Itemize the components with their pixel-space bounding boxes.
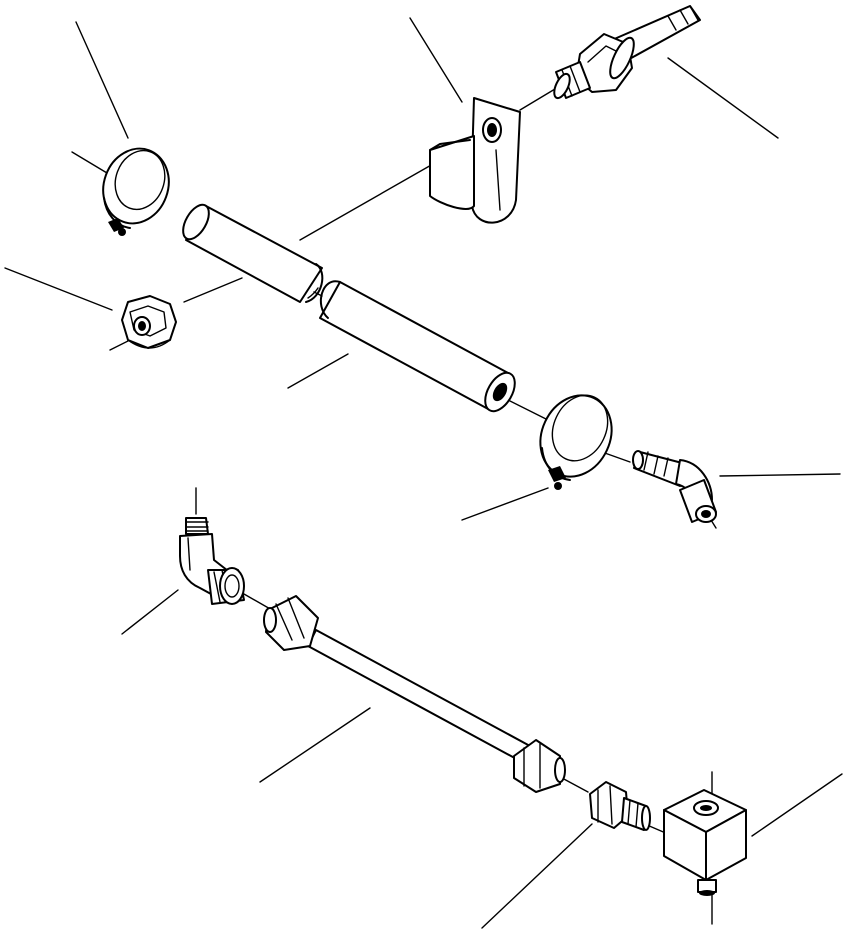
leader-line-tube-to-connector <box>561 777 589 793</box>
leader-line-clip-to-hose <box>299 159 441 241</box>
leader-line-elbow <box>121 589 179 635</box>
leader-line-nut <box>4 267 113 311</box>
leader-line-barb <box>667 57 779 139</box>
hose-upper-icon <box>182 203 324 303</box>
leader-line-clamp-upper <box>75 21 129 139</box>
leader-line-clamp-lower <box>461 487 549 521</box>
elbow-fitting-icon <box>632 450 717 523</box>
leader-line-p-clip <box>409 17 463 103</box>
tube-icon <box>263 595 566 793</box>
connector-icon <box>589 781 651 831</box>
leader-line-connector <box>481 823 593 929</box>
leader-line-clip-to-barb <box>519 85 561 111</box>
leader-line-elbow-to-tube <box>243 593 273 611</box>
leader-line-clamp-upper-2 <box>71 151 113 177</box>
p-clip-icon <box>429 97 521 224</box>
hose-clamp-lower-icon <box>539 394 613 490</box>
leader-line-hose <box>183 277 243 303</box>
elbow-fitting-icon-2 <box>179 517 245 605</box>
hose-lower-icon <box>313 280 516 413</box>
leader-line-hose-to-clamp <box>507 399 549 421</box>
hose-clamp-upper-icon <box>102 147 170 236</box>
leader-line-tube <box>259 707 371 783</box>
leader-line-elbow-barb <box>719 473 841 477</box>
leader-line-hose-lower <box>287 353 349 389</box>
block-icon <box>663 789 747 896</box>
leader-line-block <box>751 773 843 837</box>
barb-fitting-icon <box>553 5 701 100</box>
nut-icon <box>121 295 177 349</box>
